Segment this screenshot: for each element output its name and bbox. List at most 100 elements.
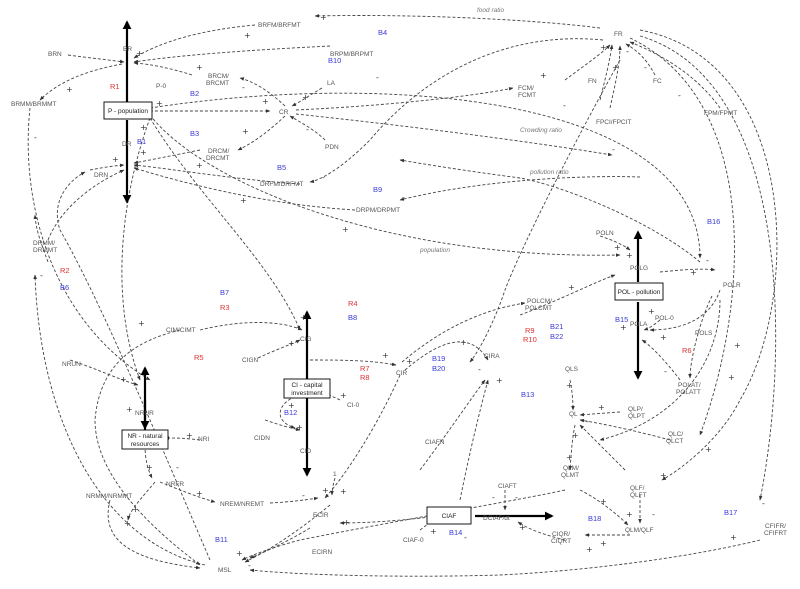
var-qlm-2: QLMT xyxy=(561,472,579,479)
link-fcm-fr xyxy=(564,44,611,81)
sign: + xyxy=(196,63,203,72)
link-qlf-ql xyxy=(579,424,626,471)
var-fpm: FPM/FPMT xyxy=(704,110,737,117)
loop-b15: B15 xyxy=(615,315,628,324)
var-cid: CID xyxy=(300,448,312,455)
link-pol-polr xyxy=(659,267,716,273)
var-br: BR xyxy=(123,46,132,53)
variable-labels: BRFM/BRFMT BRPM/BRPMT BRN BR BRCM/ BRCMT… xyxy=(11,22,787,574)
link-cir-ecir xyxy=(324,374,401,499)
link-br-brmm xyxy=(39,63,123,101)
link-cr-fcm xyxy=(295,87,514,111)
loop-b17: B17 xyxy=(724,508,737,517)
loop-b9: B9 xyxy=(373,185,382,194)
sign: - xyxy=(376,73,379,82)
sign: - xyxy=(40,271,43,280)
loop-r4: R4 xyxy=(348,299,358,308)
sign: + xyxy=(146,463,153,472)
link-drmm-dr xyxy=(47,169,125,241)
var-fpci: FPCI/FPCIT xyxy=(596,119,631,126)
sign: - xyxy=(402,193,405,202)
sign: + xyxy=(244,31,251,40)
loop-b5: B5 xyxy=(277,163,286,172)
polarity-signs: + + + - + - + - + + + - + + + + + + - + … xyxy=(34,13,765,570)
link-population-polr xyxy=(149,92,702,259)
stock-nr-label-1: NR - natural xyxy=(127,433,163,440)
loop-b3: B3 xyxy=(190,129,199,138)
link-polr-pola xyxy=(649,289,721,332)
var-polr: POLR xyxy=(723,282,741,289)
sign: + xyxy=(540,71,547,80)
sign: + xyxy=(430,527,437,536)
sign: - xyxy=(762,499,765,508)
sign: - xyxy=(678,91,681,100)
var-brn: BRN xyxy=(48,51,62,58)
sign: + xyxy=(734,341,741,350)
link-ql-qlm xyxy=(568,424,576,471)
loop-b19: B19 xyxy=(432,354,445,363)
var-brcmt: BRCMT xyxy=(206,80,229,87)
stock-capital-investment xyxy=(283,378,331,399)
var-ecir: ECIR xyxy=(313,512,329,519)
sign: - xyxy=(302,491,305,500)
sign: + xyxy=(300,313,307,322)
link-nrfr-nrem xyxy=(159,481,216,503)
link-population-polg xyxy=(149,114,621,257)
sign: + xyxy=(196,489,203,498)
link-fr-brfm xyxy=(314,14,601,29)
loop-b22: B22 xyxy=(550,332,563,341)
var-ciafn: CIAFN xyxy=(425,439,445,446)
var-ciqr-1: CIQR/ xyxy=(552,531,570,538)
sign: + xyxy=(124,519,131,528)
var-fc: FC xyxy=(653,78,662,85)
link-ecirn-msl xyxy=(249,527,311,559)
loop-b11: B11 xyxy=(215,535,228,544)
var-drpm: DRPM/DRPMT xyxy=(356,207,400,214)
var-ecirn: ECIRN xyxy=(312,549,333,556)
sign: + xyxy=(126,405,133,414)
var-qlc-2: QLCT xyxy=(666,438,683,445)
loop-b16: B16 xyxy=(707,217,720,226)
loop-r8: R8 xyxy=(360,373,370,382)
loop-b2: B2 xyxy=(190,89,199,98)
link-brmm-msl xyxy=(27,107,151,381)
var-drmm-2: DRMMT xyxy=(33,247,57,254)
var-cira: CIRA xyxy=(484,353,500,360)
loop-labels: R1 R2 R3 R4 R5 R6 R7 R8 R9 R10 B1 B2 B3 … xyxy=(60,28,737,544)
var-nri: NRI xyxy=(198,436,209,443)
sign: + xyxy=(600,539,607,548)
link-drcm-dr xyxy=(133,149,201,165)
sign: + xyxy=(598,403,605,412)
sign: + xyxy=(600,43,607,52)
link-label-crowding-ratio: Crowding ratio xyxy=(520,127,562,134)
sign: + xyxy=(120,375,127,384)
link-fr-qlf xyxy=(639,29,778,481)
sign: - xyxy=(34,133,37,142)
loop-b21: B21 xyxy=(550,322,563,331)
link-fc-fr xyxy=(625,43,656,76)
sign: + xyxy=(566,381,573,390)
link-pdn-cr xyxy=(289,115,326,141)
link-cr-drcm xyxy=(237,115,286,151)
var-nrur: NRUR xyxy=(135,410,154,417)
sign: - xyxy=(176,463,179,472)
var-cfifr-1: CFIFR/ xyxy=(765,523,786,530)
var-cim: CIM/CIMT xyxy=(166,327,196,334)
sign: + xyxy=(648,307,655,316)
loop-b7: B7 xyxy=(220,288,229,297)
link-pol0-pola xyxy=(643,319,661,331)
sign: + xyxy=(460,338,467,347)
var-ciqr-2: CIQRT xyxy=(551,538,571,545)
loop-b1: B1 xyxy=(137,137,146,146)
sign: - xyxy=(626,47,629,56)
sign: + xyxy=(572,431,579,440)
link-label-food-ratio: food ratio xyxy=(477,7,504,14)
sign: + xyxy=(343,518,350,527)
link-cr-crowding xyxy=(295,113,613,157)
var-fn: FN xyxy=(588,78,597,85)
var-dciaf: DCIAF/dt xyxy=(483,515,510,522)
link-msl-drmm xyxy=(33,274,206,566)
link-fr-drfm xyxy=(309,38,604,183)
sign: + xyxy=(705,445,712,454)
link-nr-nrfr xyxy=(144,444,153,479)
